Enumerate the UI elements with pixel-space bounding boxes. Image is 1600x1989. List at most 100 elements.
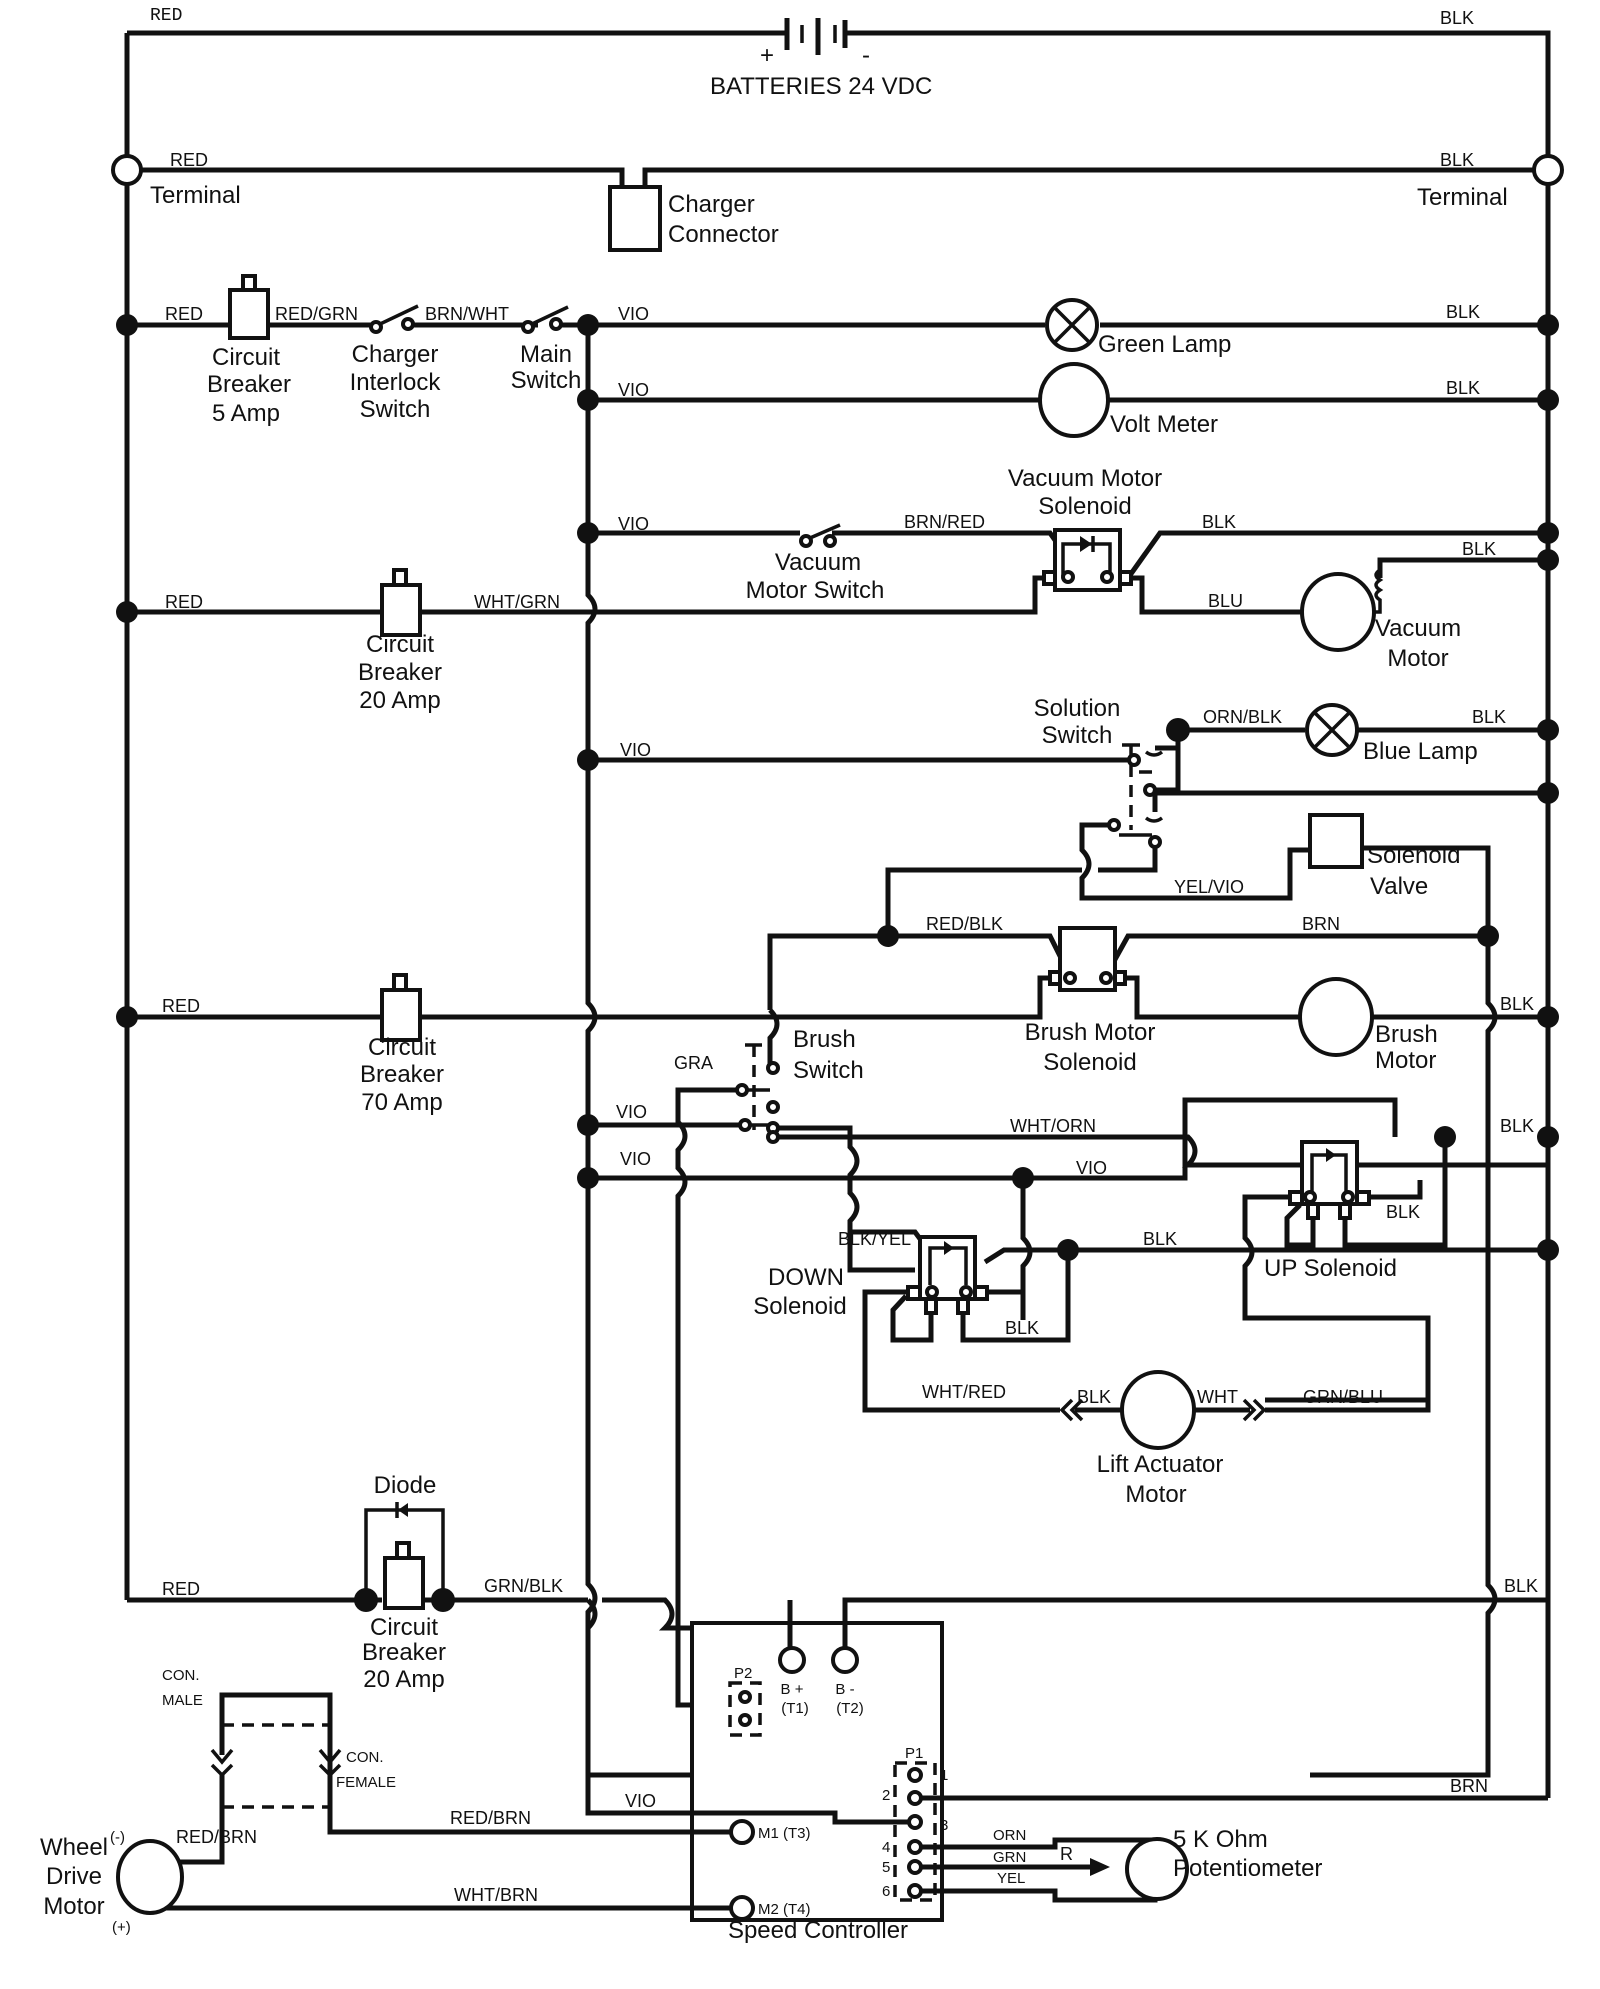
charger-interlock-label: Switch: [360, 396, 431, 423]
row-lift-actuator: WHT/RED BLK WHT GRN/BLU Lift Actuator Mo…: [865, 1318, 1431, 1508]
solenoid-valve-label: Solenoid: [1367, 842, 1460, 869]
vacuum-motor-switch[interactable]: [809, 523, 841, 540]
wire: [778, 1134, 1548, 1168]
wire-label: BLK: [1440, 150, 1474, 170]
charger-connector: [608, 185, 662, 252]
junction: [1537, 1239, 1559, 1261]
solenoid-valve-label: Valve: [1370, 873, 1428, 900]
terminal-right-label: Terminal: [1417, 184, 1508, 211]
green-lamp-icon: [1045, 298, 1099, 352]
brush-switch-label: Switch: [793, 1057, 864, 1084]
wire-label: BLK: [1504, 1576, 1538, 1596]
row-green-lamp: RED RED/GRN BRN/WHT VIO BLK Circuit Brea…: [116, 274, 1559, 427]
wire-label: BLK: [1077, 1387, 1111, 1407]
brush-motor-icon: [1298, 977, 1374, 1057]
circuit-breaker-20b: [383, 1556, 425, 1610]
cb20a-label: Breaker: [358, 659, 442, 686]
p1-pin: [907, 1767, 923, 1783]
wire: [921, 1888, 1158, 1903]
down-solenoid-label: DOWN: [768, 1264, 844, 1291]
wire-label: BLK/YEL: [838, 1229, 911, 1249]
junction: [577, 1114, 599, 1136]
p1-pin-label: 4: [882, 1839, 890, 1856]
main-switch[interactable]: [531, 305, 569, 326]
up-solenoid: [1288, 1140, 1371, 1220]
wire-label: GRN/BLU: [1303, 1387, 1383, 1407]
cb5-label: Circuit: [212, 344, 280, 371]
terminal-left-label: Terminal: [150, 182, 241, 209]
wire-label: RED: [150, 6, 182, 26]
p1-pin: [907, 1883, 923, 1899]
circuit-breaker-70a: [380, 988, 422, 1042]
wire: [149, 1890, 731, 1911]
cb5-label: 5 Amp: [212, 400, 280, 427]
wheel-motor-label: Motor: [43, 1893, 104, 1920]
pin: [738, 1690, 752, 1704]
wire-label: VIO: [620, 740, 651, 760]
b-plus-label: (T1): [781, 1700, 809, 1717]
wheel-drive-motor-icon: [116, 1839, 184, 1915]
wire-label: BLU: [1208, 591, 1243, 611]
vacuum-motor-label: Motor: [1387, 645, 1448, 672]
breaker-button: [392, 568, 408, 587]
wheel-motor-label: Wheel: [40, 1834, 108, 1861]
diode-icon: [398, 1503, 408, 1517]
wire-label: RED/BLK: [926, 914, 1003, 934]
switch-contact: [1148, 835, 1162, 849]
wire: [778, 1125, 915, 1273]
m2-label: M2 (T4): [758, 1901, 811, 1918]
potentiometer-icon: [1125, 1837, 1189, 1901]
p2-label: P2: [734, 1665, 752, 1682]
wire: [1152, 730, 1181, 793]
wire-label: RED: [165, 592, 203, 612]
wire-label: GRN: [993, 1849, 1026, 1866]
cb20a-label: Circuit: [366, 631, 434, 658]
junction: [577, 749, 599, 771]
wire-label: GRN/BLK: [484, 1576, 563, 1596]
vacuum-solenoid-label: Vacuum Motor: [1008, 465, 1162, 492]
wire-label: VIO: [618, 380, 649, 400]
charger-interlock-switch[interactable]: [379, 304, 419, 326]
wire-label: WHT/RED: [922, 1382, 1006, 1402]
solution-switch-label: Solution: [1034, 695, 1121, 722]
switch-contact: [401, 317, 415, 331]
wire-label: BLK: [1500, 994, 1534, 1014]
b-plus-terminal: [778, 1646, 806, 1674]
row-brush-motor: RED/BLK BRN RED BLK Brush Motor Solenoid…: [116, 914, 1559, 1778]
wire-label: YEL/VIO: [1174, 877, 1244, 897]
cb70-label: Breaker: [360, 1061, 444, 1088]
cb20a-label: 20 Amp: [359, 687, 440, 714]
wire-label: WHT: [1197, 1387, 1238, 1407]
wire-label: BRN: [1302, 914, 1340, 934]
volt-meter-label: Volt Meter: [1110, 411, 1218, 438]
p1-pin-label: 5: [882, 1859, 890, 1876]
wire-label: RED/BRN: [176, 1827, 257, 1847]
junction: [1537, 719, 1559, 741]
terminals: RED BLK Terminal Terminal Charger Connec…: [111, 150, 1564, 252]
top-battery-wire: [127, 30, 1551, 170]
switch-contact: [1127, 753, 1141, 767]
wire-label: BLK: [1143, 1229, 1177, 1249]
con-male-label: MALE: [162, 1692, 203, 1709]
wiper-arrow-icon: [1090, 1858, 1110, 1876]
switch-contact: [521, 320, 535, 334]
charger-connector-label: Charger: [668, 191, 755, 218]
junction: [116, 601, 138, 623]
junction: [1537, 549, 1559, 571]
wire-label: WHT/BRN: [454, 1885, 538, 1905]
switch-contact: [1144, 750, 1164, 757]
junction: [1537, 782, 1559, 804]
wire: [1098, 848, 1158, 873]
speed-controller: Speed Controller P2 B + (T1) B - (T2) P1…: [585, 1255, 1551, 1944]
circuit-breaker-5a: [228, 288, 270, 340]
junction: [577, 522, 599, 544]
blue-lamp-label: Blue Lamp: [1363, 738, 1478, 765]
wire-label: VIO: [616, 1102, 647, 1122]
vio-bus: [585, 325, 700, 1778]
wire-label: BRN/RED: [904, 512, 985, 532]
p1-pin: [907, 1839, 923, 1855]
wire-label: RED: [170, 150, 208, 170]
wire-label: BRN: [1450, 1776, 1488, 1796]
charger-interlock-label: Charger: [352, 341, 439, 368]
